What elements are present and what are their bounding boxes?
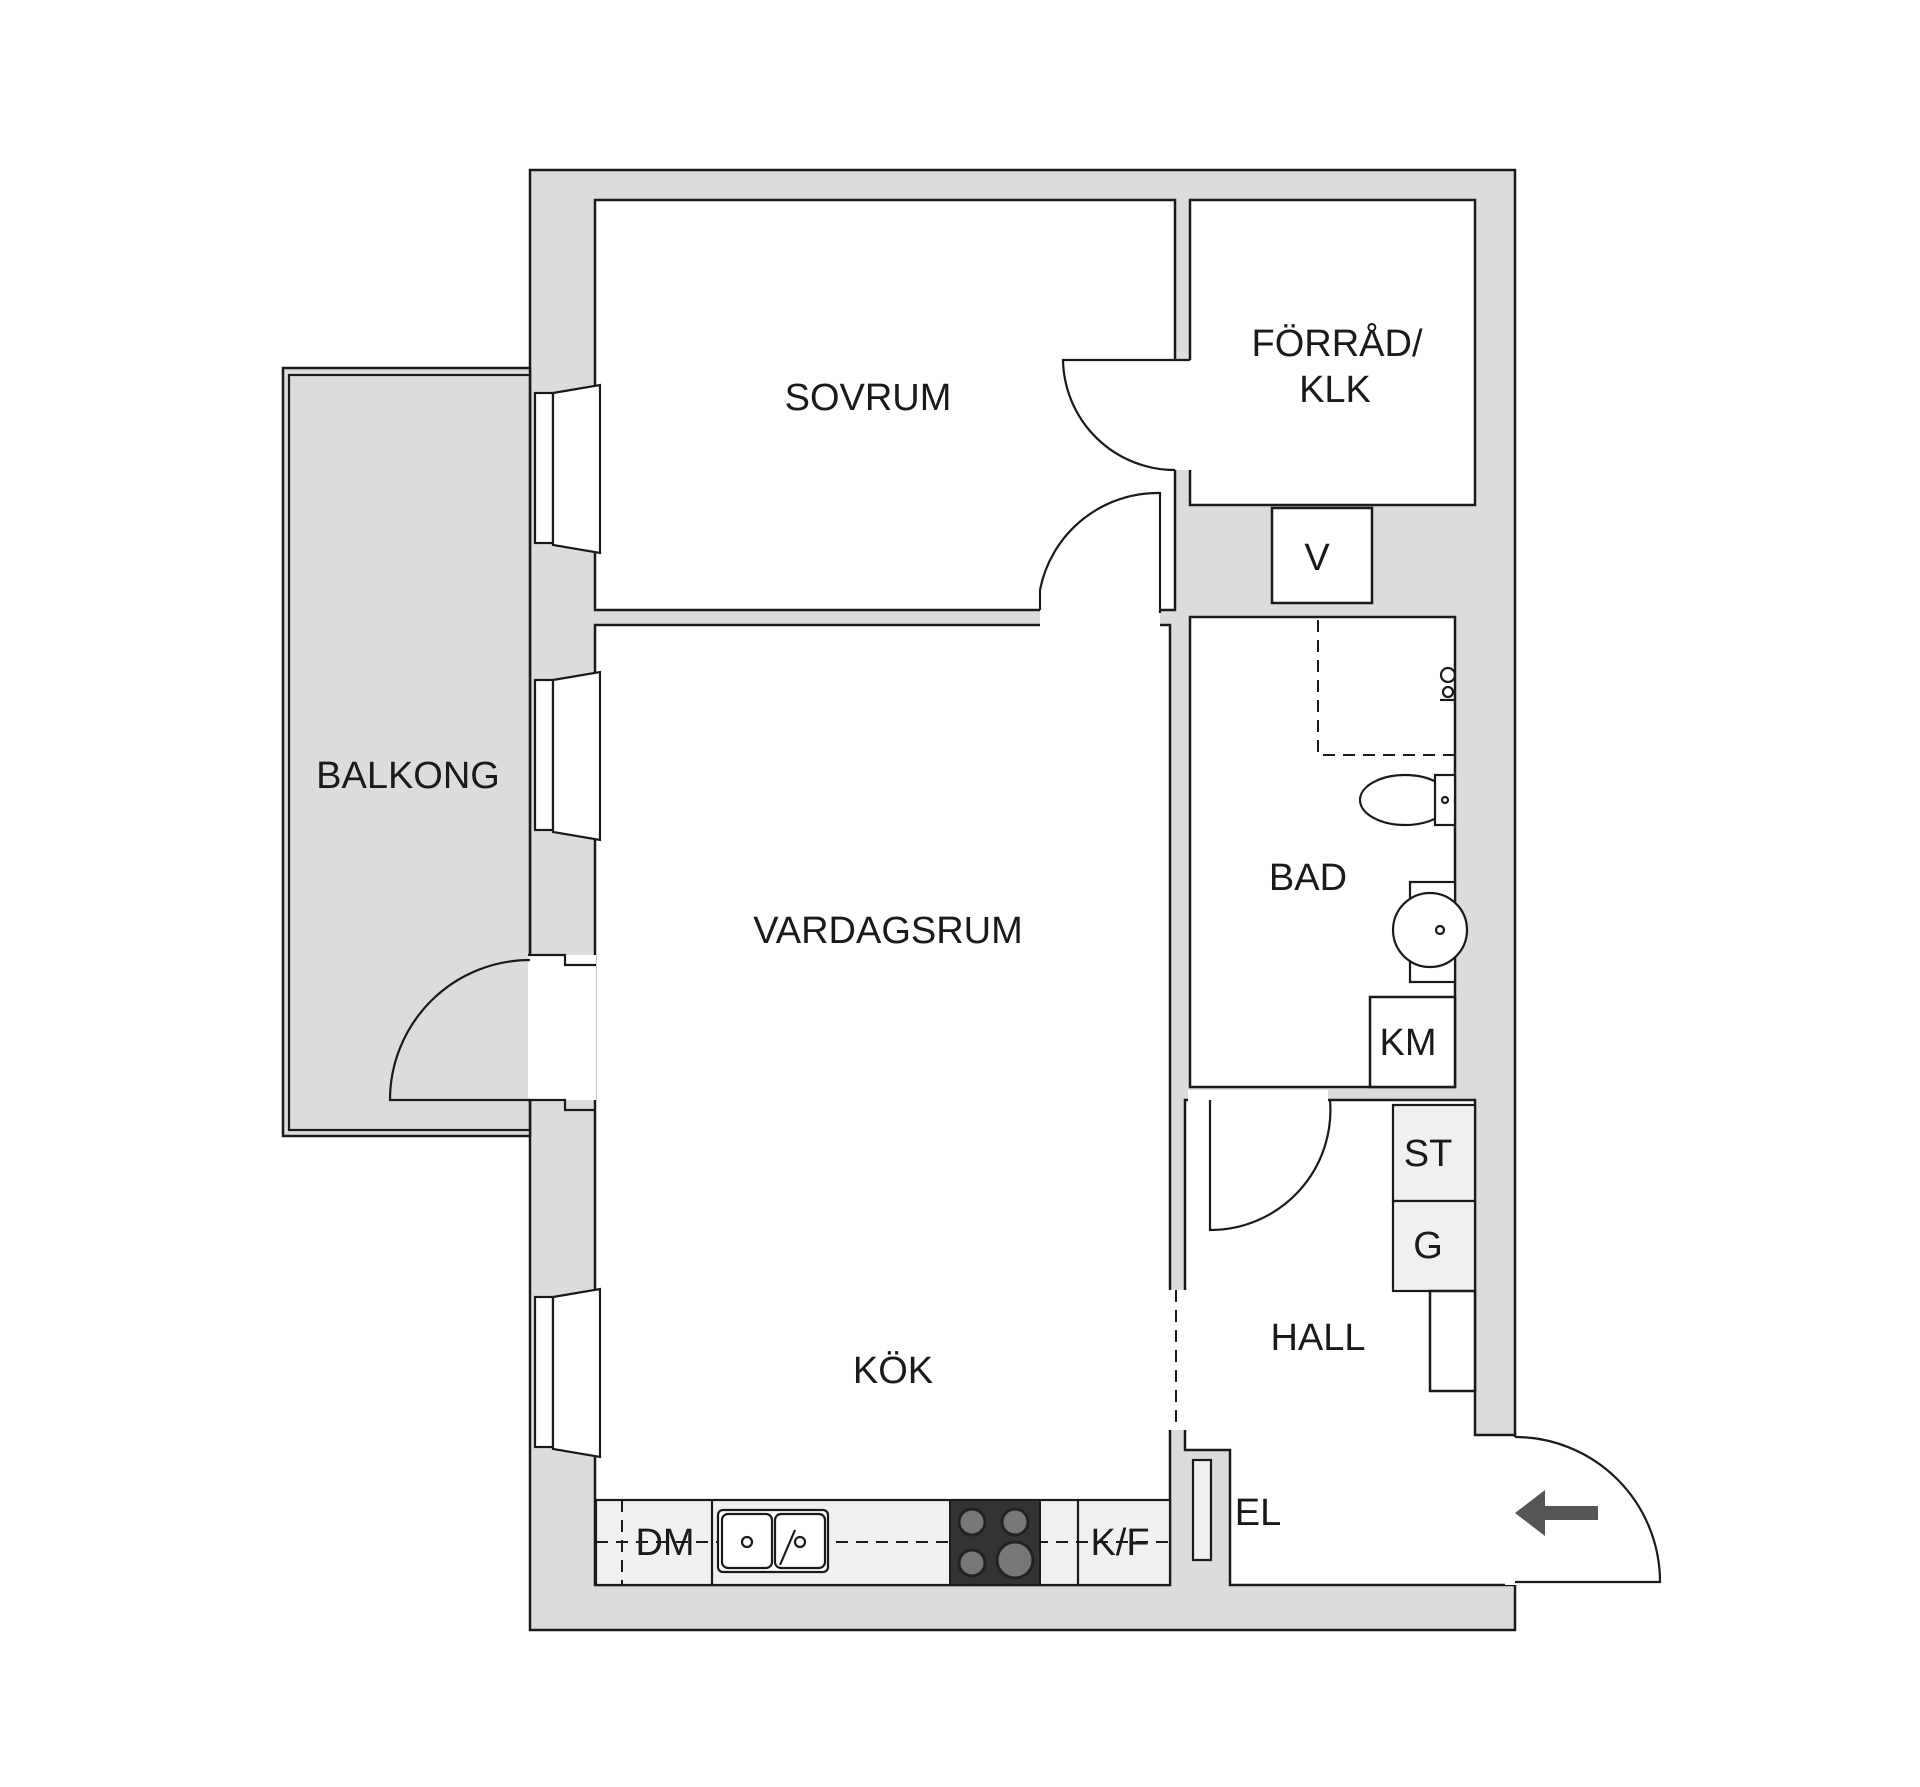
hall-opening: [1168, 1290, 1190, 1430]
room-forrad: [1188, 198, 1477, 507]
cabinet-g: [1391, 1199, 1477, 1293]
room-vardagsrum: [593, 623, 1172, 1587]
closet: [1428, 1289, 1477, 1393]
window-vardagsrum: [533, 670, 602, 842]
toilet-icon: [1358, 773, 1457, 827]
label-vardagsrum: VARDAGSRUM: [753, 910, 1023, 952]
label-el: EL: [1235, 1492, 1281, 1534]
window-sovrum: [533, 383, 602, 555]
washing-machine: [1368, 995, 1457, 1089]
label-st: ST: [1404, 1133, 1453, 1175]
room-bad: [1188, 615, 1457, 1089]
label-balkong: BALKONG: [316, 755, 500, 797]
shower-head-icon: [1439, 666, 1457, 702]
stove-icon: [949, 1499, 1041, 1586]
label-kok: KÖK: [853, 1350, 933, 1392]
label-v: V: [1304, 537, 1330, 579]
label-forrad-line1: FÖRRÅD/: [1252, 321, 1423, 365]
room-sovrum: [593, 198, 1177, 612]
entrance-arrow-icon: [1515, 1490, 1598, 1536]
label-g: G: [1413, 1225, 1443, 1267]
label-dm: DM: [635, 1522, 694, 1564]
label-sovrum: SOVRUM: [785, 377, 952, 419]
label-km: KM: [1380, 1022, 1437, 1064]
ventilation: [1270, 506, 1374, 605]
label-forrad-line2: KLK: [1299, 369, 1371, 411]
balcony-door-opening: [528, 955, 596, 1100]
label-kf: K/F: [1090, 1522, 1149, 1564]
kitchen-sink-icon: [716, 1508, 830, 1574]
cabinet-st: [1391, 1103, 1477, 1203]
window-kok: [533, 1287, 602, 1459]
electric-panel: [1191, 1458, 1213, 1562]
shower-area: [1317, 620, 1455, 756]
label-hall: HALL: [1270, 1317, 1365, 1359]
label-bad: BAD: [1269, 857, 1347, 899]
balcony: [281, 366, 532, 1138]
sink-icon: [1391, 880, 1469, 984]
